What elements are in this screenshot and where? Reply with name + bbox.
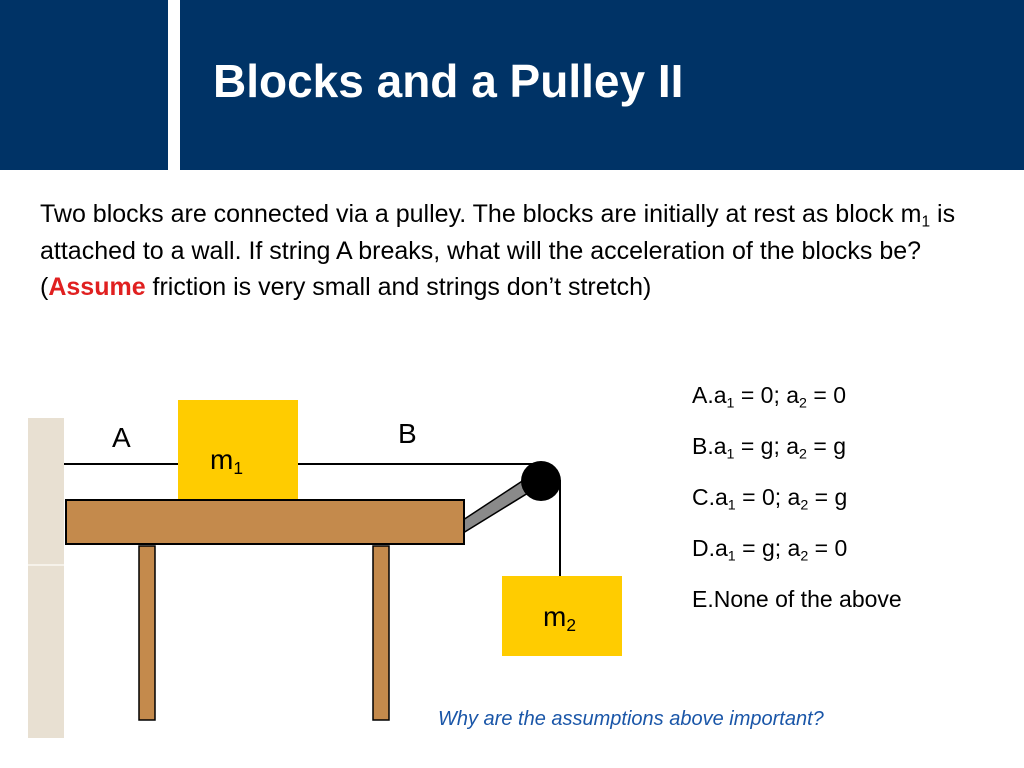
pulley-wheel (521, 461, 561, 501)
block-m1-letter: m (210, 444, 234, 475)
choice-d[interactable]: D.a1 = g; a2 = 0 (692, 535, 848, 565)
header-bar: Blocks and a Pulley II (0, 0, 1024, 170)
question-part-1: Two blocks are connected via a pulley. T… (40, 200, 922, 228)
string-a-label: A (112, 422, 131, 453)
table-top (65, 499, 465, 545)
question-subscript: 1 (921, 213, 931, 231)
question-part-3: friction is very small and strings don’t… (145, 273, 652, 301)
block-m1-label: m1 (210, 444, 243, 477)
question-text: Two blocks are connected via a pulley. T… (40, 196, 960, 306)
assume-emphasis: Assume (48, 273, 146, 301)
wall (28, 418, 64, 738)
question-part-2: is attached to a wall. If string A break… (40, 200, 956, 301)
slide-title: Blocks and a Pulley II (213, 55, 684, 107)
followup-question: Why are the assumptions above important? (438, 708, 824, 730)
string-b-label: B (398, 418, 417, 449)
block-m2 (502, 576, 622, 656)
choice-b[interactable]: B.a1 = g; a2 = g (692, 433, 846, 463)
choice-e[interactable]: E.None of the above (692, 586, 902, 612)
table-leg-right (372, 545, 390, 721)
choice-c[interactable]: C.a1 = 0; a2 = g (692, 484, 848, 514)
block-m1 (178, 400, 298, 500)
header-left-panel (0, 0, 168, 170)
pulley-diagram (28, 400, 622, 738)
answer-choices: A.a1 = 0; a2 = 0 B.a1 = g; a2 = g C.a1 =… (692, 370, 902, 625)
block-m1-subscript: 1 (233, 458, 243, 479)
header-right-panel (180, 0, 1024, 170)
block-m2-letter: m (543, 601, 567, 632)
block-m2-subscript: 2 (566, 615, 576, 636)
table-leg-left (138, 545, 156, 721)
choice-a[interactable]: A.a1 = 0; a2 = 0 (692, 382, 846, 412)
block-m2-label: m2 (543, 601, 576, 634)
